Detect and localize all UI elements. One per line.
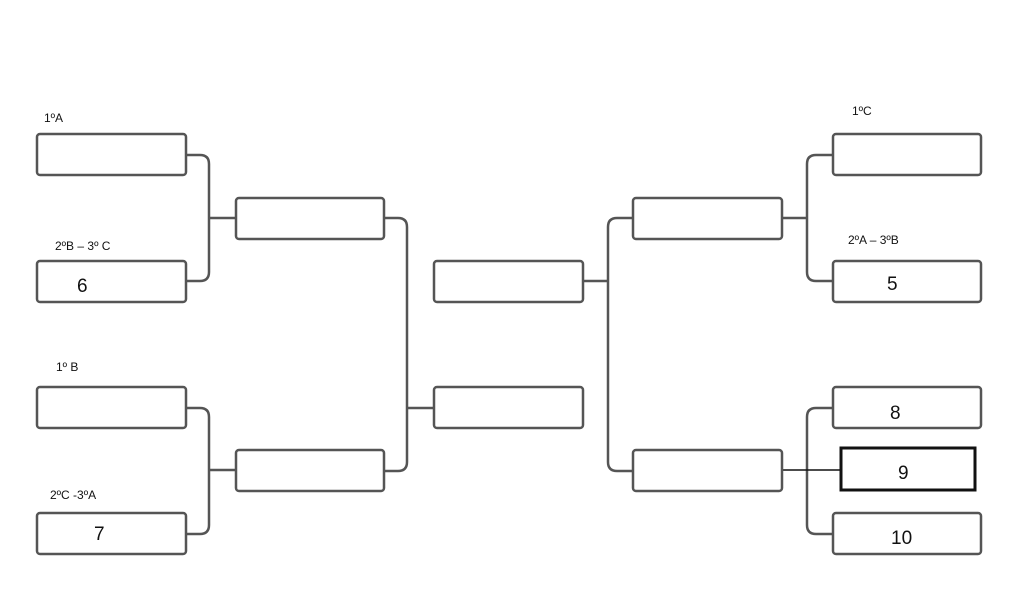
slot-left-r1-second[interactable] bbox=[35, 259, 188, 304]
slot-left-r1-third[interactable] bbox=[35, 385, 188, 430]
label-left-r1-top: 1ºA bbox=[44, 111, 63, 125]
slot-right-r2-bottom[interactable] bbox=[631, 448, 784, 493]
label-right-r1-second: 2ºA – 3ºB bbox=[848, 233, 899, 247]
slot-value-left-r1-second: 6 bbox=[77, 276, 88, 297]
connector-right-lower bbox=[805, 406, 833, 536]
slot-center-bottom[interactable] bbox=[432, 385, 585, 430]
slot-right-r1-highlight[interactable] bbox=[839, 446, 977, 492]
slot-left-r2-top[interactable] bbox=[234, 196, 386, 241]
connector-left-semis bbox=[384, 216, 434, 473]
slot-value-right-r1-bottom: 10 bbox=[891, 528, 912, 549]
slot-center-top[interactable] bbox=[432, 259, 585, 304]
label-left-r1-bottom: 2ºC -3ºA bbox=[50, 488, 96, 502]
connector-left-lower bbox=[186, 406, 236, 536]
label-right-r1-top: 1ºC bbox=[852, 104, 872, 118]
connector-right-semis bbox=[583, 216, 633, 473]
slot-right-r1-second[interactable] bbox=[831, 259, 983, 304]
label-left-r1-third: 1º B bbox=[56, 360, 78, 374]
slot-right-r2-top[interactable] bbox=[631, 196, 784, 241]
slot-right-r1-third[interactable] bbox=[831, 385, 983, 430]
slot-left-r1-top[interactable] bbox=[35, 132, 188, 177]
slot-value-right-r1-third: 8 bbox=[890, 403, 901, 424]
slot-right-r1-top[interactable] bbox=[831, 132, 983, 177]
slot-left-r1-bottom[interactable] bbox=[35, 511, 188, 556]
label-left-r1-second: 2ºB – 3º C bbox=[55, 239, 111, 253]
slot-right-r1-bottom[interactable] bbox=[831, 511, 983, 556]
slot-value-left-r1-bottom: 7 bbox=[94, 524, 105, 545]
slot-value-right-r1-second: 5 bbox=[887, 274, 898, 295]
connector-right-upper bbox=[782, 153, 833, 283]
slot-left-r2-bottom[interactable] bbox=[234, 448, 386, 493]
slot-value-right-r1-highlight: 9 bbox=[898, 463, 909, 484]
connector-left-upper bbox=[186, 153, 236, 283]
